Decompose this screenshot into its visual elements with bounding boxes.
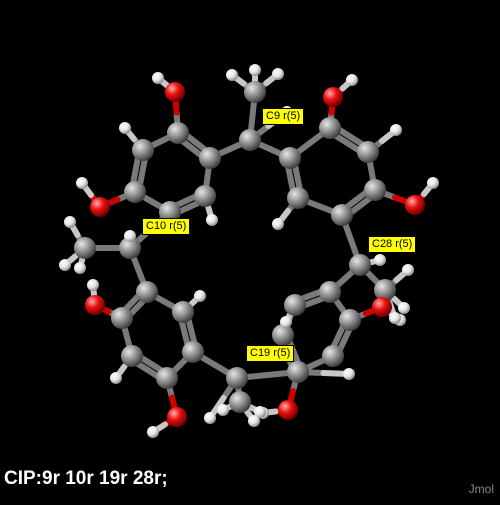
hydrogen-atom-h_m9b — [272, 68, 284, 80]
hydrogen-atom-h_m10a — [64, 216, 76, 228]
carbon-atom-d3 — [182, 341, 204, 363]
carbon-atom-c19 — [226, 367, 248, 389]
oxygen-atom-o3 — [405, 195, 425, 215]
jmol-brand-label: Jmol — [468, 482, 494, 496]
oxygen-atom-o8 — [372, 297, 392, 317]
hydrogen-atom-h_o2 — [346, 74, 358, 86]
hydrogen-atom-h_a5 — [206, 214, 218, 226]
carbon-atom-e1 — [319, 281, 341, 303]
atoms-layer — [59, 64, 439, 438]
hydrogen-atom-h_b6 — [272, 218, 284, 230]
carbon-atom-b2 — [319, 117, 341, 139]
carbon-atom-b5 — [331, 204, 353, 226]
carbon-atom-a2 — [132, 139, 154, 161]
carbon-atom-a4 — [159, 201, 181, 223]
oxygen-atom-o6 — [167, 407, 187, 427]
carbon-atom-b4 — [364, 179, 386, 201]
carbon-atom-e2 — [339, 309, 361, 331]
cip-descriptor-text: CIP:9r 10r 19r 28r; — [4, 468, 168, 489]
atom-label-c19: C19 r(5) — [246, 345, 295, 362]
carbon-atom-m19 — [229, 391, 251, 413]
hydrogen-atom-h_c19 — [204, 412, 216, 424]
hydrogen-atom-h_m28a — [402, 264, 414, 276]
oxygen-atom-o4 — [90, 197, 110, 217]
oxygen-atom-o2 — [323, 87, 343, 107]
carbon-atom-b6 — [287, 187, 309, 209]
carbon-atom-m9 — [244, 81, 266, 103]
oxygen-atom-o5 — [85, 295, 105, 315]
carbon-atom-d4 — [156, 367, 178, 389]
hydrogen-atom-h_m19a — [254, 406, 266, 418]
hydrogen-atom-h_d5 — [110, 372, 122, 384]
hydrogen-atom-h_m9c — [249, 64, 261, 76]
carbon-atom-a1 — [167, 122, 189, 144]
carbon-atom-e5 — [272, 324, 294, 346]
carbon-atom-m28 — [374, 279, 396, 301]
hydrogen-atom-h_m10c — [74, 262, 86, 274]
carbon-atom-a3 — [124, 181, 146, 203]
carbon-atom-b1 — [279, 147, 301, 169]
carbon-atom-c28 — [349, 254, 371, 276]
hydrogen-atom-h_m28b — [389, 312, 401, 324]
hydrogen-atom-h_m10b — [59, 259, 71, 271]
carbon-atom-a5 — [194, 185, 216, 207]
hydrogen-atom-h_o5 — [87, 279, 99, 291]
carbon-atom-d1 — [136, 281, 158, 303]
hydrogen-atom-h_o3 — [427, 177, 439, 189]
atom-label-c28: C28 r(5) — [368, 236, 417, 253]
atom-label-c9: C9 r(5) — [262, 108, 305, 125]
hydrogen-atom-h_o6 — [147, 426, 159, 438]
carbon-atom-m10 — [74, 237, 96, 259]
hydrogen-atom-h_o1 — [152, 72, 164, 84]
carbon-atom-b3 — [357, 141, 379, 163]
hydrogen-atom-h_b3 — [390, 124, 402, 136]
carbon-atom-c10 — [119, 237, 141, 259]
hydrogen-atom-h_d2 — [194, 290, 206, 302]
hydrogen-atom-h_c28 — [374, 254, 386, 266]
oxygen-atom-o1 — [165, 82, 185, 102]
hydrogen-atom-h_e4 — [343, 368, 355, 380]
carbon-atom-c9 — [239, 129, 261, 151]
hydrogen-atom-h_m19b — [217, 404, 229, 416]
hydrogen-atom-h_m9a — [226, 69, 238, 81]
oxygen-atom-o7 — [278, 400, 298, 420]
hydrogen-atom-h_m19c — [248, 415, 260, 427]
carbon-atom-e3 — [322, 345, 344, 367]
carbon-atom-d5 — [121, 345, 143, 367]
carbon-atom-d6 — [111, 307, 133, 329]
hydrogen-atom-h_a2 — [119, 122, 131, 134]
hydrogen-atom-h_c10 — [124, 230, 136, 242]
atom-label-c10: C10 r(5) — [142, 218, 191, 235]
hydrogen-atom-h_m28c — [398, 302, 410, 314]
carbon-atom-e6 — [284, 294, 306, 316]
hydrogen-atom-h_o4 — [76, 177, 88, 189]
hydrogen-atom-h_e6 — [280, 316, 292, 328]
carbon-atom-d2 — [172, 301, 194, 323]
carbon-atom-a6 — [199, 147, 221, 169]
carbon-atom-e4 — [287, 361, 309, 383]
